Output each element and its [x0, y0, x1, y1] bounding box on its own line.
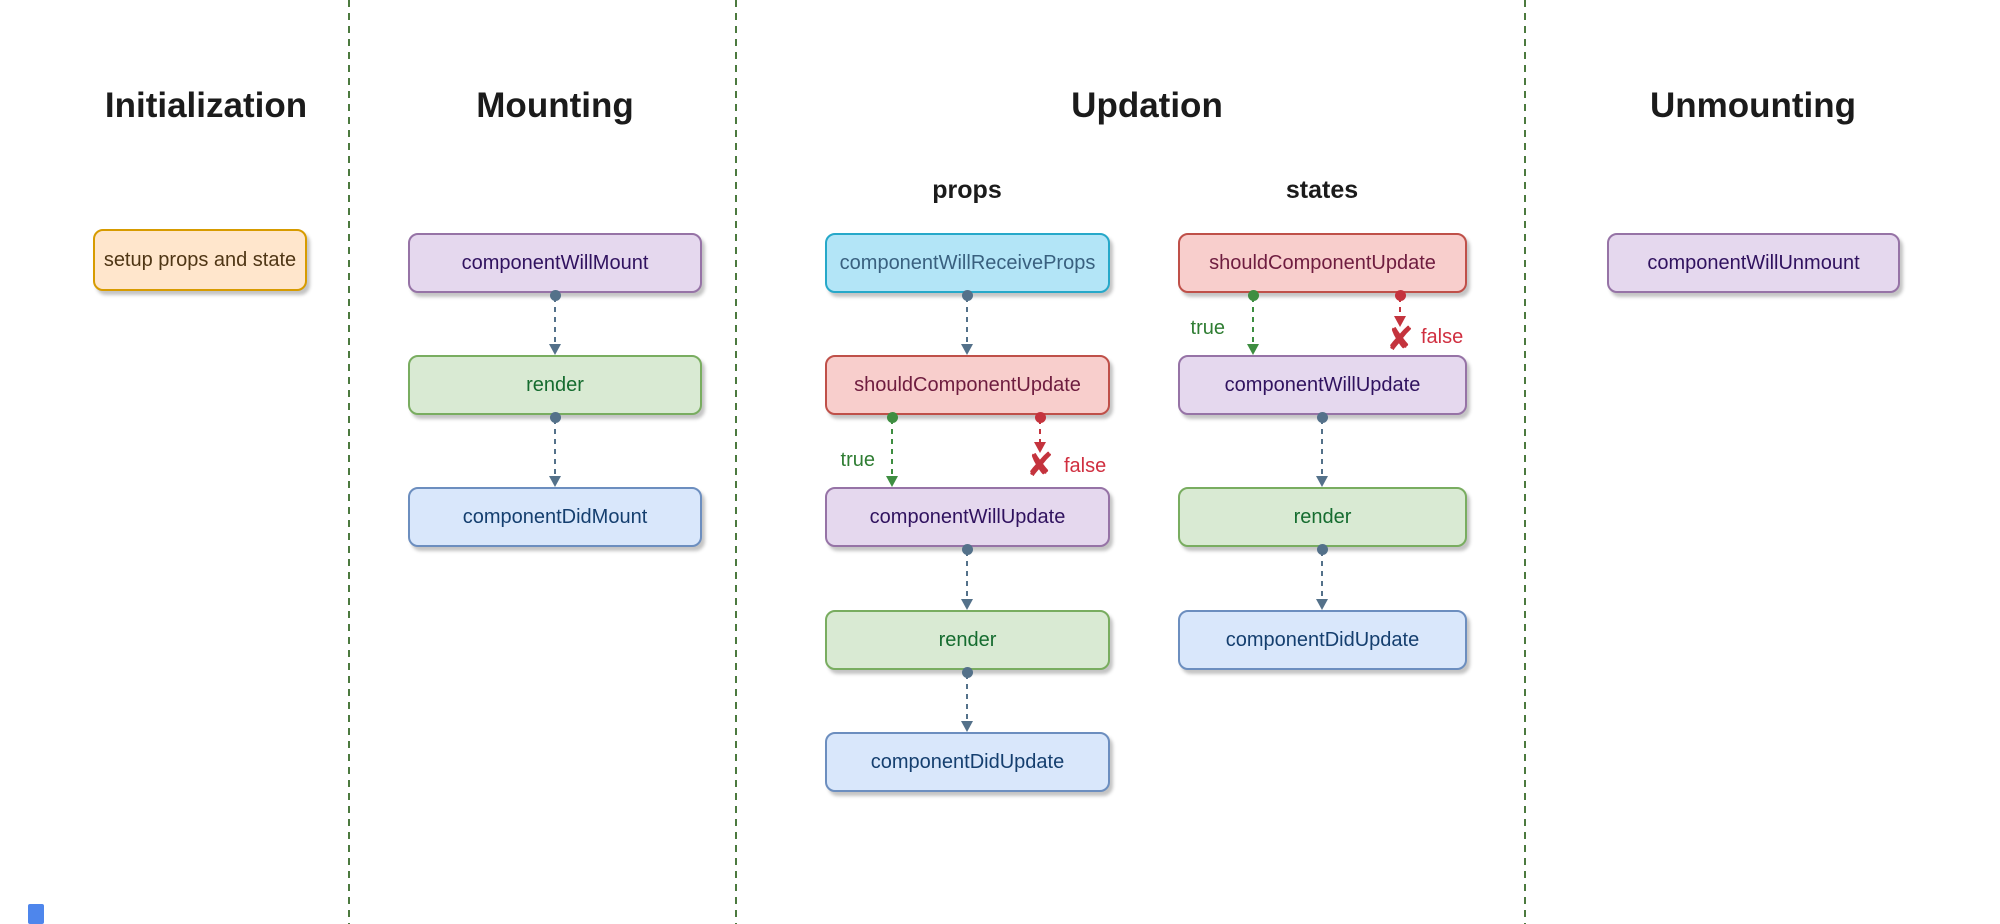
node-setup-props-and-state: setup props and state — [93, 229, 307, 291]
branch-label-true-states: true — [1190, 317, 1225, 339]
edge-true-branch-states — [1247, 290, 1259, 355]
branch-label-false-props: false — [1064, 455, 1107, 477]
node-componentwillupdate-states: componentWillUpdate — [1178, 355, 1467, 415]
node-componentwillunmount: componentWillUnmount — [1607, 233, 1900, 293]
node-componentdidupdate-props: componentDidUpdate — [825, 732, 1110, 792]
edge-false-branch-states — [1394, 290, 1406, 327]
section-title-updation: Updation — [1071, 86, 1223, 125]
branch-label-false-states: false — [1421, 326, 1464, 348]
node-componentwillmount: componentWillMount — [408, 233, 702, 293]
edge-willupdate-to-render-states — [1316, 412, 1328, 487]
edge-render-to-didupdate-props — [961, 667, 973, 732]
node-render-states: render — [1178, 487, 1467, 547]
node-shouldcomponentupdate-props: shouldComponentUpdate — [825, 355, 1110, 415]
false-x-icon: ✘ — [1386, 319, 1414, 358]
section-title-initialization: Initialization — [104, 86, 308, 125]
node-componentdidupdate-states: componentDidUpdate — [1178, 610, 1467, 670]
column-label-states: states — [1285, 176, 1359, 204]
section-divider — [348, 0, 350, 924]
section-title-mounting: Mounting — [476, 86, 634, 125]
section-divider — [1524, 0, 1526, 924]
edge-false-branch-props — [1034, 412, 1046, 453]
node-render-mounting: render — [408, 355, 702, 415]
edge-willmount-to-render — [549, 290, 561, 355]
node-componentwillreceiveprops: componentWillReceiveProps — [825, 233, 1110, 293]
node-componentdidmount: componentDidMount — [408, 487, 702, 547]
false-x-icon: ✘ — [1026, 445, 1054, 484]
branch-label-true-props: true — [840, 449, 875, 471]
column-label-props: props — [932, 176, 1002, 204]
edge-willupdate-to-render-props — [961, 544, 973, 610]
node-componentwillupdate-props: componentWillUpdate — [825, 487, 1110, 547]
node-shouldcomponentupdate-states: shouldComponentUpdate — [1178, 233, 1467, 293]
screen-corner-artifact — [28, 904, 44, 924]
node-render-props: render — [825, 610, 1110, 670]
edge-render-to-didmount — [549, 412, 561, 487]
edge-true-branch-props — [886, 412, 898, 487]
edge-willreceiveprops-to-shouldupdate — [961, 290, 973, 355]
section-title-unmounting: Unmounting — [1649, 86, 1857, 125]
section-divider — [735, 0, 737, 924]
edge-render-to-didupdate-states — [1316, 544, 1328, 610]
